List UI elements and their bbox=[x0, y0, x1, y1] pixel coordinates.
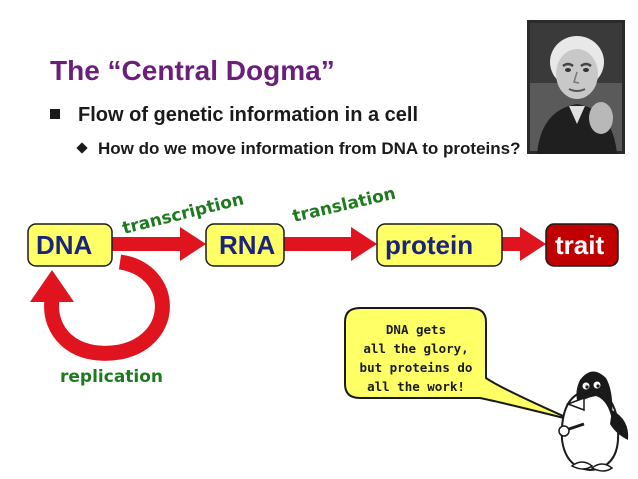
node-rna: RNA bbox=[205, 223, 285, 267]
bubble-line-1: DNA gets bbox=[386, 322, 446, 337]
bullet-level1-text: Flow of genetic information in a cell bbox=[78, 104, 419, 126]
bullet-level2-text: How do we move information from DNA to p… bbox=[98, 139, 521, 158]
bullet-level2: How do we move information from DNA to p… bbox=[76, 139, 521, 159]
arrow-protein-to-trait bbox=[502, 227, 546, 261]
node-dna: DNA bbox=[27, 223, 113, 267]
label-replication: replication bbox=[60, 367, 163, 387]
penguin-cartoon-icon bbox=[558, 371, 629, 472]
node-trait: trait bbox=[545, 223, 619, 267]
arrow-dna-to-rna bbox=[112, 227, 206, 261]
node-protein-label: protein bbox=[385, 230, 473, 260]
scientist-portrait-photo bbox=[527, 20, 625, 154]
bubble-line-3: but proteins do bbox=[360, 360, 473, 375]
square-bullet-icon bbox=[50, 108, 60, 119]
node-protein: protein bbox=[376, 223, 503, 267]
node-rna-label: RNA bbox=[219, 230, 276, 260]
node-dna-label: DNA bbox=[36, 230, 93, 260]
speech-bubble: DNA gets all the glory, but proteins do … bbox=[344, 307, 573, 421]
bullet-level1: Flow of genetic information in a cell bbox=[50, 104, 418, 127]
slide-title: The “Central Dogma” bbox=[50, 55, 335, 86]
node-trait-label: trait bbox=[555, 230, 604, 260]
bubble-line-2: all the glory, bbox=[363, 341, 468, 356]
arrow-rna-to-protein bbox=[283, 227, 377, 261]
label-translation: translation bbox=[291, 184, 398, 227]
bubble-line-4: all the work! bbox=[367, 379, 465, 394]
replication-loop-arrow bbox=[30, 254, 170, 361]
